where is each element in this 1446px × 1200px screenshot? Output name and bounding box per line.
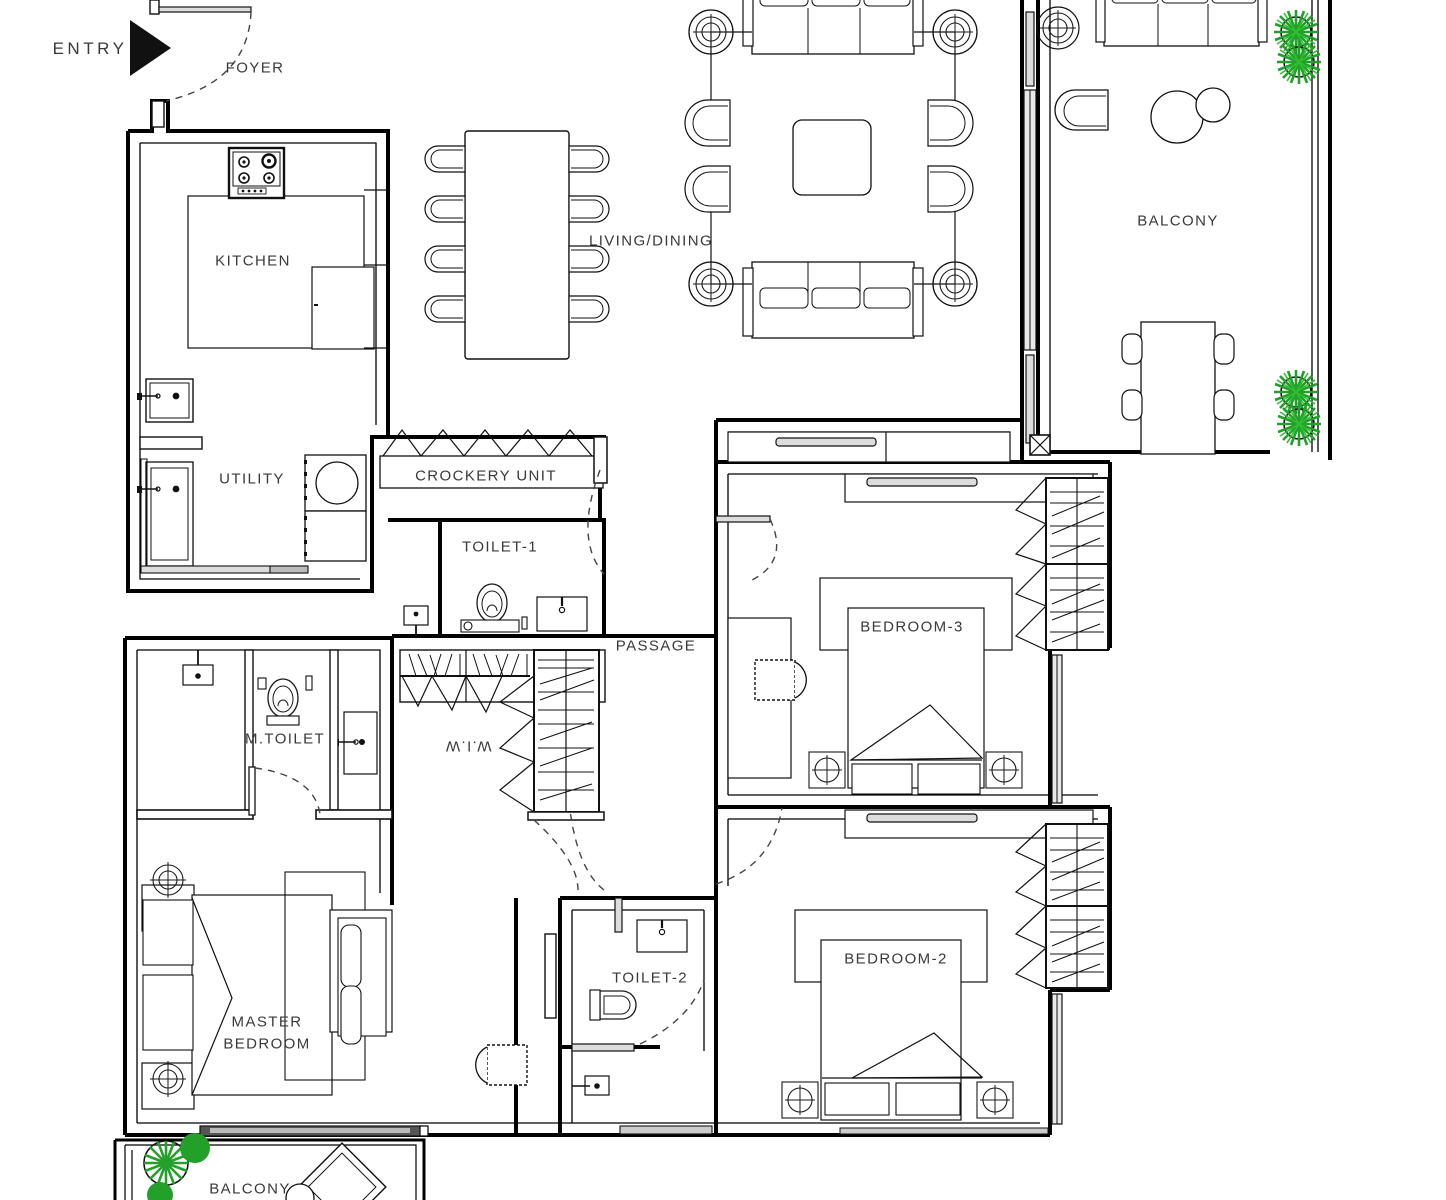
- room-label-toilet-1: TOILET-1: [462, 538, 538, 556]
- bed3-nightstand-right: [985, 751, 1023, 789]
- entry-label: ENTRY: [52, 39, 128, 58]
- planter-4: [1275, 400, 1323, 448]
- mtoilet-shower: [182, 650, 214, 686]
- crockery-unit-fixture: [379, 428, 608, 489]
- mtoilet-fixtures: [136, 649, 393, 820]
- foyer-door: [149, 0, 252, 128]
- planter-2: [1275, 38, 1323, 86]
- wall-structure: [123, 0, 1332, 1137]
- side-table-bl: [688, 261, 734, 307]
- living-room-set: [684, 0, 978, 339]
- toilet2-wash-basin: [636, 919, 688, 953]
- room-label-crockery-unit: CROCKERY UNIT: [415, 467, 557, 485]
- lower-balcony: [113, 1133, 426, 1200]
- bedroom2-furniture: [781, 823, 1109, 1121]
- master-pillow-2: [142, 974, 194, 1051]
- master-side-chair: [475, 1044, 528, 1086]
- balcony-sliding-door: [1023, 11, 1037, 444]
- armchair-right-upper: [927, 99, 974, 147]
- bed3-nightstand-left: [808, 751, 846, 789]
- room-label-walk-in-wardrobe: W.I.W: [444, 737, 492, 755]
- lower-balcony-table: [297, 1142, 387, 1200]
- armchair-left-lower: [684, 165, 731, 213]
- utility-fixtures: [137, 436, 367, 574]
- room-label-living-dining: LIVING/DINING: [588, 232, 714, 250]
- dining-chairs-right: [568, 145, 610, 323]
- armchair-right-lower: [927, 165, 974, 213]
- lower-balcony-plants: [143, 1133, 210, 1200]
- cooktop-icon: [227, 146, 286, 200]
- balcony-round-side-table: [1195, 87, 1231, 123]
- balcony-sofa: [1095, 0, 1268, 47]
- dining-chairs-left-inner: [430, 149, 463, 319]
- main-balcony-furniture: [1036, 0, 1323, 455]
- room-label-utility: UTILITY: [219, 470, 285, 488]
- toilet1-shower: [403, 605, 429, 636]
- dining-chairs-left: [424, 145, 466, 323]
- bed2-nightstand-left: [781, 1081, 819, 1119]
- bed3-chair: [754, 659, 807, 701]
- toilet2-fixtures: [544, 807, 783, 1096]
- column-marker-icon: [1029, 434, 1051, 456]
- entry-arrow-icon: [130, 20, 171, 76]
- kitchen-sink-icon: [137, 378, 194, 423]
- bedroom-window-strips: [1051, 654, 1063, 1125]
- mtoilet-wash-basin: [334, 711, 378, 775]
- sofa-bottom: [742, 261, 924, 339]
- utility-sink-icon: [137, 458, 194, 573]
- balcony-side-table: [1036, 6, 1080, 50]
- room-label-passage: PASSAGE: [615, 637, 697, 655]
- room-label-bedroom-3: BEDROOM-3: [860, 618, 964, 636]
- room-label-balcony-main: BALCONY: [1137, 212, 1219, 230]
- dining-set: [424, 130, 610, 360]
- side-table-tl: [688, 9, 734, 55]
- toilet1-wash-basin: [536, 596, 588, 632]
- washing-machine-icon: [304, 454, 367, 562]
- room-label-foyer: FOYER: [225, 59, 285, 77]
- room-label-toilet-2: TOILET-2: [612, 969, 688, 987]
- room-label-balcony-lower: BALCONY: [209, 1180, 291, 1198]
- bedroom3-furniture: [715, 477, 1109, 795]
- room-label-kitchen: KITCHEN: [215, 252, 291, 270]
- toilet2-shower: [572, 1075, 610, 1096]
- sofa-top: [742, 0, 924, 55]
- kitchen-fixtures: [137, 146, 388, 423]
- armchair-left-upper: [684, 99, 731, 147]
- balcony-dining-table: [1121, 321, 1235, 455]
- master-bedroom-furniture: [141, 861, 528, 1110]
- bed2-wardrobe: [1014, 823, 1109, 989]
- planter-3: [1272, 368, 1320, 416]
- master-bed: [191, 894, 333, 1096]
- room-label-bedroom-2: BEDROOM-2: [844, 950, 948, 968]
- toilet1-fixtures: [403, 469, 605, 636]
- dining-chairs-right-inner: [571, 149, 604, 319]
- walk-in-wardrobe: [399, 649, 606, 891]
- window-strips-bottom: [199, 1125, 1049, 1137]
- refrigerator-icon: [311, 266, 375, 350]
- room-label-m-toilet: M.TOILET: [244, 730, 326, 748]
- coffee-table: [792, 119, 872, 196]
- master-pillow-1: [142, 899, 194, 966]
- bed2-nightstand-right: [976, 1081, 1014, 1119]
- side-table-br: [932, 261, 978, 307]
- bed3-wardrobe: [1014, 477, 1109, 651]
- balcony-round-table: [1150, 90, 1204, 144]
- side-table-tr: [932, 9, 978, 55]
